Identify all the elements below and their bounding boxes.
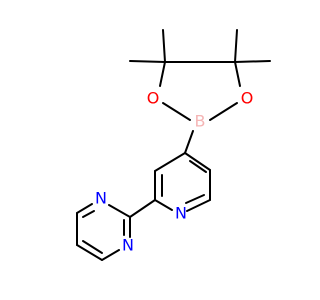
pyrimidine-nitrogen-label-top: N xyxy=(95,189,107,208)
chemical-structure: B O O N N N xyxy=(0,0,300,300)
bond xyxy=(76,244,103,261)
bond xyxy=(184,130,194,154)
bond xyxy=(108,204,131,218)
bond xyxy=(184,152,211,171)
bond xyxy=(154,199,173,211)
boron-atom-label: B xyxy=(195,112,206,131)
oxygen-atom-label-right: O xyxy=(241,89,254,108)
pyridine-nitrogen-label: N xyxy=(175,204,187,223)
bond xyxy=(185,194,205,204)
bond xyxy=(82,210,95,218)
canvas-background xyxy=(0,0,300,300)
bond xyxy=(234,29,238,63)
bond xyxy=(129,60,166,63)
atom-labels: B O O N N N xyxy=(95,89,253,255)
bond xyxy=(154,152,186,172)
bond xyxy=(209,102,238,121)
bond xyxy=(159,61,166,87)
bond xyxy=(101,249,120,261)
bond xyxy=(162,29,166,63)
pyrimidine-nitrogen-label-bottom: N xyxy=(122,236,134,255)
bond xyxy=(186,199,211,212)
bond xyxy=(162,102,191,121)
bond xyxy=(234,60,271,63)
bond xyxy=(234,61,241,87)
bond xyxy=(129,199,156,218)
bond xyxy=(76,203,93,214)
bonds xyxy=(76,29,271,261)
bond xyxy=(82,240,103,254)
bond xyxy=(189,160,207,173)
oxygen-atom-label-left: O xyxy=(147,89,160,108)
